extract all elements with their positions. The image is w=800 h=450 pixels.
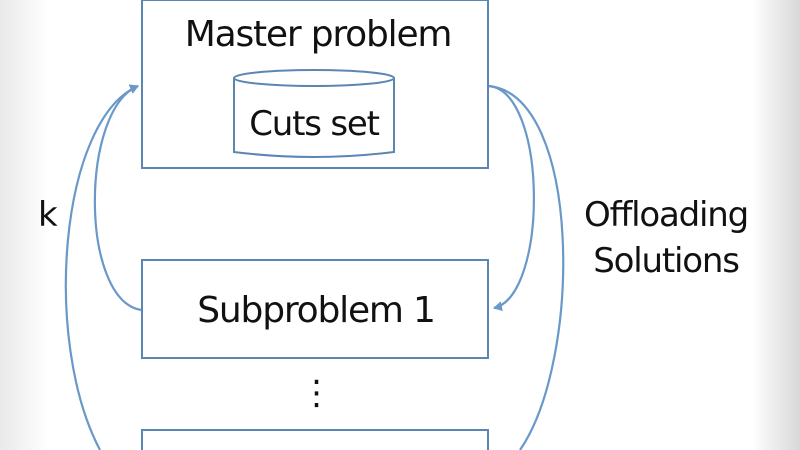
cuts-set-store <box>233 69 395 158</box>
left-label-partial: k <box>38 195 58 235</box>
arrow-master-to-subproblem-1 <box>488 84 535 312</box>
cylinder-top <box>233 69 395 87</box>
vertical-ellipsis: ⋮ <box>300 373 333 413</box>
master-problem-title: Master problem <box>185 14 452 55</box>
subproblem-1-title: Subproblem 1 <box>197 290 434 331</box>
arrow-subproblem-1-to-master <box>93 84 142 312</box>
arrow-subproblem-n-to-master <box>64 84 139 450</box>
offloading-label-line2: Solutions <box>593 241 739 281</box>
right-side-shade <box>752 0 800 450</box>
cuts-set-label: Cuts set <box>249 104 379 144</box>
arrow-master-to-subproblem-n <box>488 84 565 450</box>
subproblem-n-box <box>141 429 489 450</box>
subproblem-1-box <box>141 259 489 359</box>
offloading-label-line1: Offloading <box>584 195 748 235</box>
left-side-shade <box>0 0 48 450</box>
